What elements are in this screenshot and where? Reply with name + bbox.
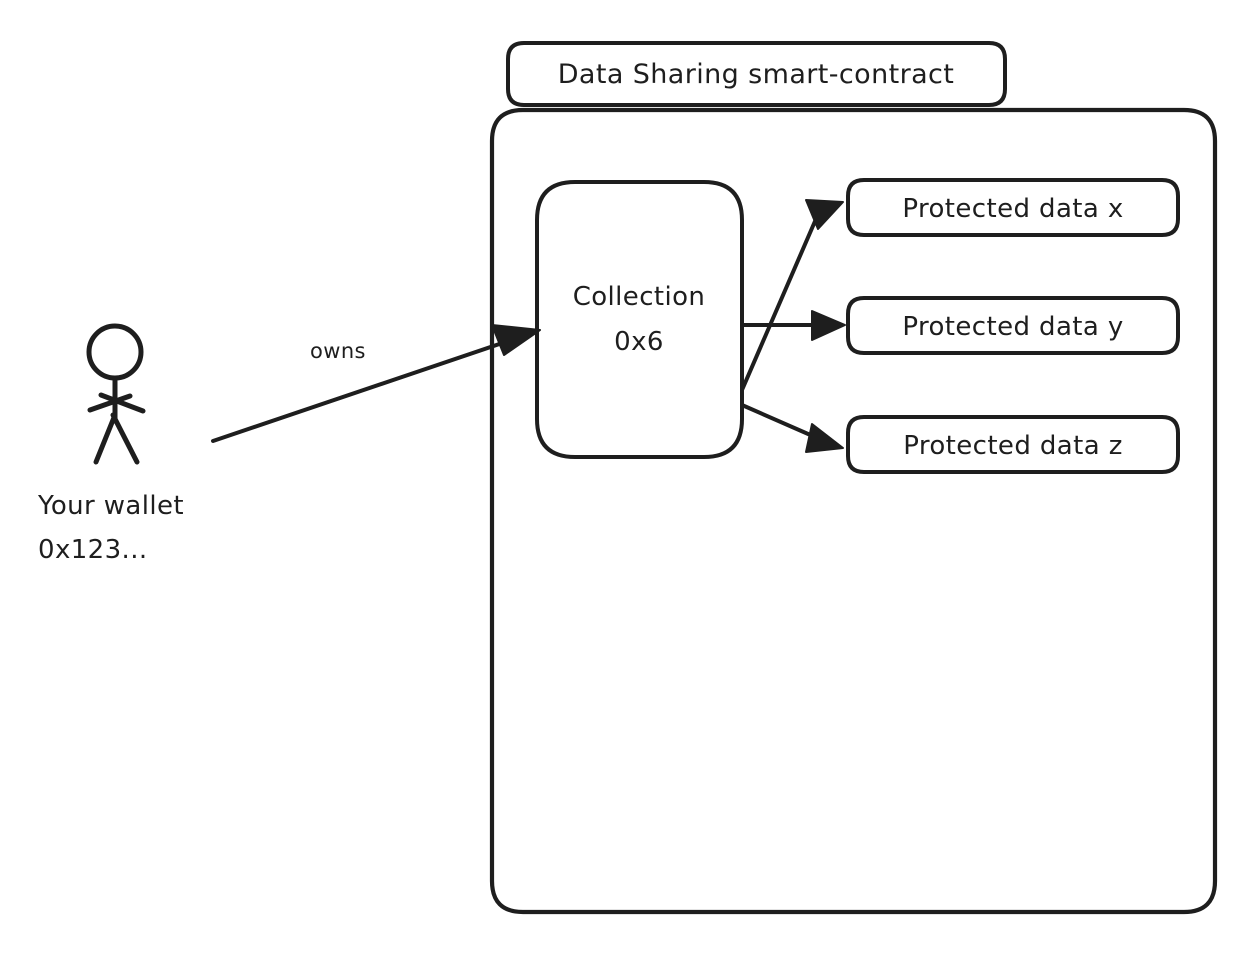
collection-node[interactable]: Collection 0x6 bbox=[535, 180, 744, 459]
protected-data-x-outline bbox=[846, 178, 1180, 237]
protected-data-y-node[interactable]: Protected data y bbox=[846, 296, 1180, 355]
edge-collection-to-protected-data-z bbox=[740, 403, 844, 453]
arrow-head-x bbox=[805, 199, 844, 230]
edge-line-owns bbox=[211, 332, 531, 443]
edge-collection-to-protected-data-y bbox=[740, 310, 846, 341]
protected-data-x-node[interactable]: Protected data x bbox=[846, 178, 1180, 237]
arrow-head-owns bbox=[491, 324, 541, 356]
actor-label: Your wallet 0x123... bbox=[37, 491, 184, 565]
smart-contract-title-outline bbox=[506, 41, 1007, 107]
edge-label-owns: owns bbox=[310, 339, 366, 363]
edge-line-z bbox=[740, 403, 817, 439]
edge-line-x bbox=[740, 210, 821, 392]
edge-actor-owns-collection: owns bbox=[211, 324, 541, 443]
smart-contract-title-chip[interactable]: Data Sharing smart-contract bbox=[506, 41, 1007, 107]
protected-data-y-label: Protected data y bbox=[902, 312, 1123, 342]
actor-label-line2: 0x123... bbox=[38, 535, 148, 565]
protected-data-y-outline bbox=[846, 296, 1180, 355]
person-leg-left-icon bbox=[93, 412, 118, 465]
person-icon bbox=[86, 323, 146, 465]
arrow-head-z bbox=[805, 423, 844, 453]
person-arm-left-icon bbox=[87, 393, 133, 413]
collection-node-outline bbox=[535, 180, 744, 459]
edge-collection-to-protected-data-x bbox=[740, 199, 844, 392]
person-leg-right-icon bbox=[110, 412, 140, 465]
collection-node-label-line2: 0x6 bbox=[614, 327, 664, 357]
protected-data-z-outline bbox=[846, 415, 1180, 474]
person-head-icon bbox=[86, 323, 144, 381]
collection-node-label-line1: Collection bbox=[573, 282, 706, 312]
smart-contract-title-label: Data Sharing smart-contract bbox=[558, 59, 955, 90]
protected-data-x-label: Protected data x bbox=[902, 194, 1123, 224]
protected-data-z-label: Protected data z bbox=[903, 431, 1123, 461]
protected-data-z-node[interactable]: Protected data z bbox=[846, 415, 1180, 474]
arrow-head-y bbox=[811, 310, 846, 341]
actor-label-line1: Your wallet bbox=[37, 491, 184, 521]
person-arm-right-icon bbox=[98, 392, 146, 414]
